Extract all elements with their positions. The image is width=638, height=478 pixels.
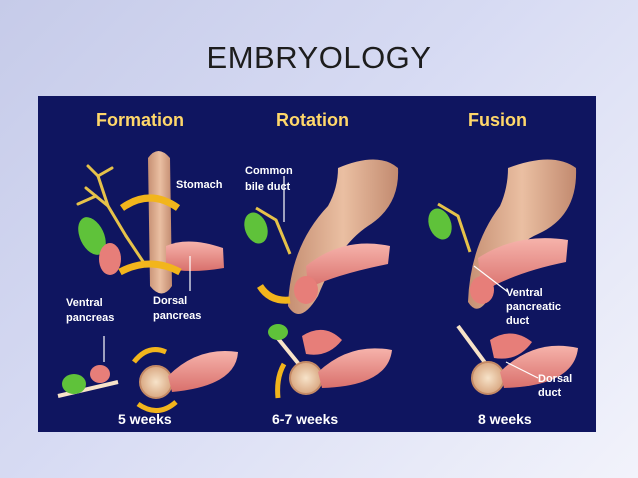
dorsal-pancreas [166,241,224,271]
ventral-pancreas-small [302,329,342,355]
ventral-pancreas [99,243,121,275]
bile-duct [274,334,304,370]
ventral-pancreas-small [490,333,532,359]
stomach [148,151,172,294]
gallbladder [78,217,106,255]
pointer-line [505,361,539,379]
dorsal-pancreas-small [318,348,392,388]
label-dorsal-pancreas-1: Dorsal [153,295,187,307]
label-common-bile-duct-1: Common [245,165,293,177]
dorsal-pancreas [306,243,390,288]
label-ventral-duct-2: pancreatic [506,301,561,313]
label-ventral-duct-3: duct [506,315,530,327]
heading-formation: Formation [96,110,184,130]
duodenum-section [471,361,505,395]
rotation-arrow [132,347,168,364]
duodenum-section [289,361,323,395]
age-formation: 5 weeks [118,411,172,427]
heading-rotation: Rotation [276,110,349,130]
bile-duct [255,206,292,255]
gallbladder [244,212,268,244]
dorsal-pancreas-small [168,351,238,392]
fused-pancreas [478,238,568,292]
hepatic-duct-tree [76,164,148,268]
fusion-stage [428,159,578,395]
embryology-diagram: Formation Rotation Fusion [38,96,596,432]
rotation-arrow [119,194,181,211]
formation-stage [57,151,238,413]
age-rotation: 6-7 weeks [272,411,338,427]
label-dorsal-duct-2: duct [538,387,562,399]
duodenum-section [139,365,173,399]
fused-pancreas-small [500,345,578,388]
heading-fusion: Fusion [468,110,527,130]
pointer-line [473,265,509,293]
rotation-stage [244,159,399,399]
label-ventral-duct-1: Ventral [506,287,543,299]
diagram-canvas: Formation Rotation Fusion [57,110,578,427]
ventral-pancreas [470,276,494,304]
label-dorsal-duct-1: Dorsal [538,373,572,385]
bile-duct [57,380,119,398]
label-ventral-pancreas-1: Ventral [66,297,103,309]
ventral-pancreas-small [90,365,110,383]
slide-title: EMBRYOLOGY [206,40,432,75]
rotation-arrow [136,400,178,413]
gallbladder-small [62,374,86,394]
bile-duct [456,324,488,366]
label-dorsal-pancreas-2: pancreas [153,310,201,322]
ventral-pancreas [294,276,318,304]
label-common-bile-duct-2: bile duct [245,181,291,193]
label-ventral-pancreas-2: pancreas [66,312,114,324]
bile-duct [437,202,472,253]
gallbladder-small [268,324,288,340]
age-fusion: 8 weeks [478,411,532,427]
label-stomach: Stomach [176,179,223,191]
rotation-arrow [118,260,182,276]
rotation-arrow [275,362,287,399]
rotation-arrow [257,283,291,304]
gallbladder [428,208,452,240]
